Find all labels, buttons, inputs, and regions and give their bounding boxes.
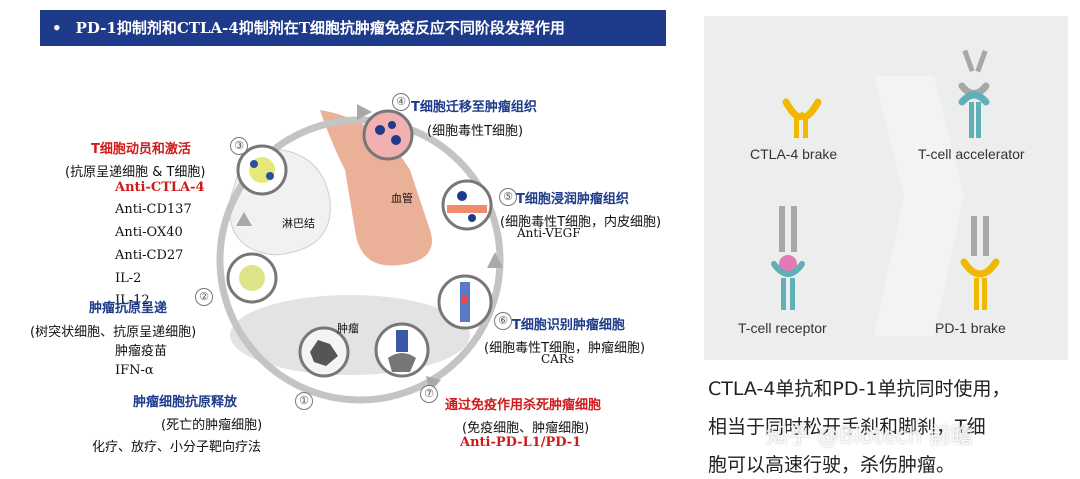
pd1-icon bbox=[960, 216, 1000, 310]
bullet: • bbox=[52, 19, 62, 37]
tcr-icon bbox=[771, 206, 805, 310]
label-blood-vessel: 血管 bbox=[391, 192, 413, 205]
step5-drug: Anti-VEGF bbox=[517, 226, 581, 240]
step6-subtitle: (细胞毒性T细胞，肿瘤细胞) bbox=[484, 341, 646, 356]
label-pd1-brake: PD-1 brake bbox=[935, 320, 1006, 336]
step3-item-1: Anti-CD137 bbox=[115, 202, 192, 217]
step-circle-7 bbox=[374, 322, 430, 378]
ctla4-icon bbox=[782, 98, 822, 138]
step-circle-4 bbox=[362, 109, 414, 161]
title-banner: • PD-1抑制剂和CTLA-4抑制剂在T细胞抗肿瘤免疫反应不同阶段发挥作用 bbox=[40, 10, 666, 46]
step-circle-3 bbox=[236, 144, 288, 196]
step2-title: 肿瘤抗原呈递 bbox=[89, 301, 168, 316]
step7-drug: Anti-PD-L1/PD-1 bbox=[460, 435, 582, 450]
step-circle-5 bbox=[441, 179, 493, 231]
step5-title: T细胞浸润肿瘤组织 bbox=[516, 192, 629, 207]
step1-title: 肿瘤细胞抗原释放 bbox=[133, 395, 238, 410]
label-lymph-node: 淋巴结 bbox=[282, 217, 315, 230]
step1-note: 化疗、放疗、小分子靶向疗法 bbox=[92, 440, 262, 455]
step-number-3: ③ bbox=[230, 137, 248, 155]
step1-subtitle: (死亡的肿瘤细胞) bbox=[161, 418, 263, 433]
step-number-6: ⑥ bbox=[494, 312, 512, 330]
step6-title: T细胞识别肿瘤细胞 bbox=[512, 318, 625, 333]
cycle-diagram bbox=[216, 104, 504, 404]
step-number-5: ⑤ bbox=[499, 188, 517, 206]
step4-title: T细胞迁移至肿瘤组织 bbox=[411, 100, 537, 115]
cycle-ring bbox=[216, 116, 504, 404]
step2-subtitle: (树突状细胞、抗原呈递细胞) bbox=[30, 325, 197, 340]
step-circle-2 bbox=[226, 252, 278, 304]
step4-subtitle: (细胞毒性T细胞) bbox=[427, 124, 524, 139]
step3-item-4: IL-2 bbox=[115, 271, 142, 286]
step7-title: 通过免疫作用杀死肿瘤细胞 bbox=[445, 398, 602, 413]
step2-item-2: IFN-α bbox=[115, 363, 154, 378]
label-tcell-receptor: T-cell receptor bbox=[738, 320, 827, 336]
label-ctla4-brake: CTLA-4 brake bbox=[750, 146, 838, 162]
caption-line-3: 胞可以高速行驶，杀伤肿瘤。 bbox=[708, 454, 956, 476]
step2-item-1: 肿瘤疫苗 bbox=[115, 344, 168, 359]
step3-title: T细胞动员和激活 bbox=[91, 142, 191, 157]
blood-vessel bbox=[320, 110, 432, 266]
accelerator-icon bbox=[958, 49, 990, 138]
label-tumor: 肿瘤 bbox=[337, 322, 359, 335]
step-number-7: ⑦ bbox=[420, 385, 438, 403]
step5-subtitle: (细胞毒性T细胞，内皮细胞) bbox=[500, 215, 662, 230]
caption-line-1: CTLA-4单抗和PD-1单抗同时使用， bbox=[708, 378, 1011, 400]
step3-item-3: Anti-CD27 bbox=[115, 248, 184, 263]
step-circle-1 bbox=[298, 326, 350, 378]
receptor-illustrations bbox=[771, 49, 1000, 336]
caption-line-2: 相当于同时松开手刹和脚刹，T细 bbox=[708, 416, 986, 438]
label-tcell-accelerator: T-cell accelerator bbox=[918, 146, 1025, 162]
page-title: PD-1抑制剂和CTLA-4抑制剂在T细胞抗肿瘤免疫反应不同阶段发挥作用 bbox=[75, 19, 565, 37]
step3-drug: Anti-CTLA-4 bbox=[115, 180, 205, 195]
step7-subtitle: (免疫细胞、肿瘤细胞) bbox=[462, 421, 590, 436]
step-circle-6 bbox=[437, 274, 493, 330]
step-number-1: ① bbox=[295, 392, 313, 410]
step-number-4: ④ bbox=[392, 93, 410, 111]
step3-item-2: Anti-OX40 bbox=[115, 225, 183, 240]
step3-item-5: IL-12 bbox=[115, 293, 150, 308]
step-number-2: ② bbox=[195, 288, 213, 306]
step3-subtitle: (抗原呈递细胞 & T细胞) bbox=[65, 165, 206, 180]
step6-drug: CARs bbox=[541, 352, 575, 366]
watermark: 知乎 @Biotech 前瞻 bbox=[766, 424, 973, 449]
